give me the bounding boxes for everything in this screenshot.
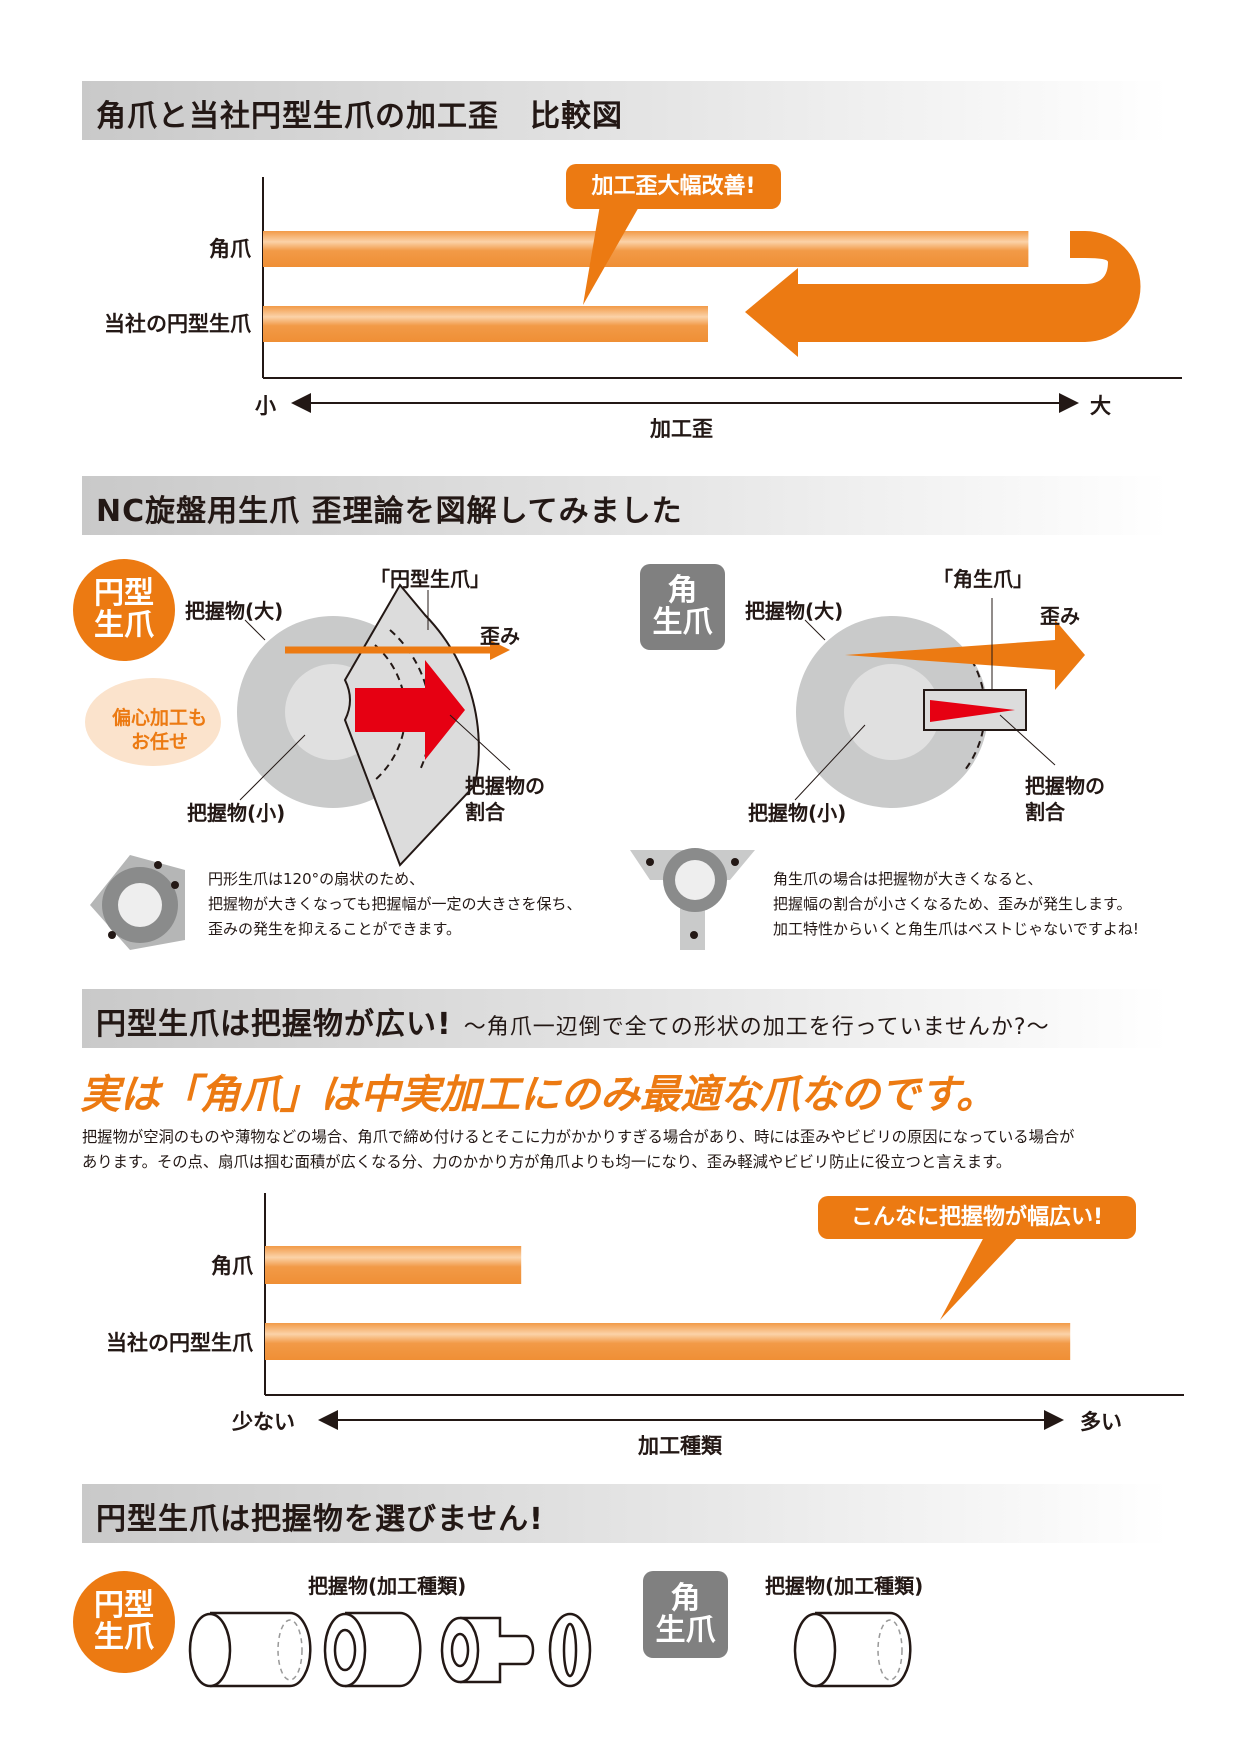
- desc-line: 歪みの発生を抑えることができます。: [208, 920, 462, 938]
- workpiece-shapes: [188, 1611, 912, 1688]
- square-jaw-badge: 角 生爪: [640, 564, 725, 650]
- row-label: 当社の円型生爪: [106, 1331, 253, 1355]
- desc-line: 把握物が大きくなっても把握幅が一定の大きさを保ち、: [208, 895, 582, 913]
- fan-label: 「円型生爪」: [370, 567, 490, 591]
- section-title: 角爪と当社円型生爪の加工歪 比較図: [96, 99, 623, 134]
- round-jaw-description: 円形生爪は120°の扇状のため、 把握物が大きくなっても把握幅が一定の大きさを保…: [208, 867, 582, 942]
- callout: こんなに把握物が幅広い!: [818, 1196, 1136, 1239]
- section-header: 角爪と当社円型生爪の加工歪 比較図: [82, 81, 1168, 140]
- eccentric-bubble: 偏心加工も お任せ: [112, 707, 208, 753]
- grip-arrow: [355, 660, 465, 760]
- strain-arrow: [845, 620, 1085, 690]
- desc-line: 角生爪の場合は把握物が大きくなると、: [773, 870, 1043, 888]
- label-small: 把握物(小): [187, 801, 286, 825]
- axis-max: 大: [1090, 394, 1111, 418]
- callout-tail: [940, 1235, 1020, 1320]
- bar-kaku: [263, 231, 1029, 267]
- round-jaw-badge: 円型 生爪: [73, 559, 175, 661]
- u-turn-arrow: [745, 231, 1141, 357]
- strain-label: 歪み: [1040, 604, 1080, 628]
- label-large: 把握物(大): [745, 599, 844, 623]
- section-title: 円型生爪は把握物が広い!: [96, 1007, 452, 1042]
- label-small: 把握物(小): [748, 801, 847, 825]
- ratio-label: 把握物の 割合: [465, 774, 545, 824]
- bar-kaku: [265, 1246, 522, 1284]
- row-label: 角爪: [209, 237, 251, 261]
- axis-min: 小: [255, 394, 276, 418]
- square-jaw-badge: 角 生爪: [643, 1571, 728, 1658]
- bar-maru: [263, 306, 708, 342]
- desc-line: 加工特性からいくと角生爪はベストじゃないですよね!: [773, 920, 1139, 938]
- section-title: 円型生爪は把握物を選びません!: [96, 1502, 544, 1537]
- round-jaw-diagram: [85, 583, 511, 867]
- label-large: 把握物(大): [185, 599, 284, 623]
- axis-max: 多い: [1080, 1410, 1122, 1434]
- square-jaw-description: 角生爪の場合は把握物が大きくなると、 把握幅の割合が小さくなるため、歪みが発生し…: [773, 867, 1139, 942]
- workpiece-label: 把握物(加工種類): [765, 1574, 924, 1598]
- workpiece-label: 把握物(加工種類): [308, 1574, 467, 1598]
- axis-min: 少ない: [232, 1410, 295, 1434]
- section-title: NC旋盤用生爪 歪理論を図解してみました: [96, 494, 683, 529]
- section-subtitle: ～角爪一辺倒で全ての形状の加工を行っていませんか?～: [463, 1015, 1050, 1040]
- bar-maru: [265, 1323, 1071, 1360]
- paragraph-line: あります。その点、扇爪は掴む面積が広くなる分、力のかかり方が角爪よりも均一になり…: [82, 1153, 1012, 1171]
- chart-2: [264, 1193, 1184, 1430]
- desc-line: 円形生爪は120°の扇状のため、: [208, 870, 425, 888]
- callout-tail: [583, 205, 640, 305]
- paragraph: 把握物が空洞のものや薄物などの場合、角爪で締め付けるとそこに力がかかりすぎる場合…: [82, 1125, 1074, 1175]
- row-label: 当社の円型生爪: [104, 312, 251, 336]
- paragraph-line: 把握物が空洞のものや薄物などの場合、角爪で締め付けるとそこに力がかかりすぎる場合…: [82, 1128, 1075, 1146]
- desc-line: 把握幅の割合が小さくなるため、歪みが発生します。: [773, 895, 1132, 913]
- round-jaw-chuck-image: [90, 855, 185, 950]
- row-label: 角爪: [211, 1254, 253, 1278]
- section-header: 円型生爪は把握物が広い! ～角爪一辺倒で全ての形状の加工を行っていませんか?～: [82, 989, 1168, 1048]
- axis-label: 加工種類: [638, 1434, 722, 1458]
- callout: 加工歪大幅改善!: [566, 164, 781, 209]
- round-jaw-badge: 円型 生爪: [73, 1571, 175, 1673]
- square-jaw-chuck-image: [630, 848, 755, 950]
- axis-label: 加工歪: [650, 417, 713, 441]
- section-header: NC旋盤用生爪 歪理論を図解してみました: [82, 476, 1168, 535]
- strain-label: 歪み: [480, 624, 520, 648]
- jaw-label: 「角生爪」: [933, 567, 1033, 591]
- chart-1: [262, 177, 1182, 413]
- section-header: 円型生爪は把握物を選びません!: [82, 1484, 1168, 1543]
- ratio-label: 把握物の 割合: [1025, 774, 1105, 824]
- square-jaw-diagram: [794, 598, 1085, 808]
- headline: 実は「角爪」は中実加工にのみ最適な爪なのです。: [80, 1072, 996, 1118]
